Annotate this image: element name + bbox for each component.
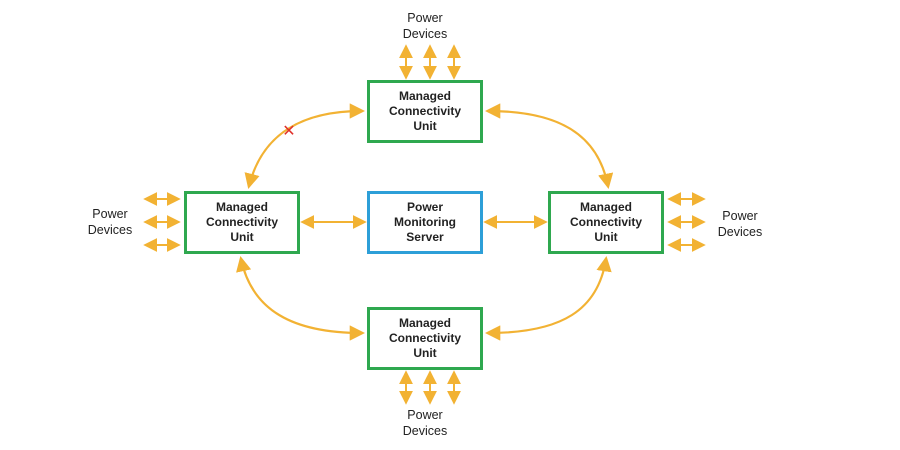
node-label-line: Connectivity bbox=[205, 215, 278, 229]
node-label-line: Unit bbox=[413, 346, 437, 360]
label-line: Power bbox=[407, 408, 443, 422]
power-devices-label-left: Power Devices bbox=[75, 206, 145, 238]
device-arrows-left bbox=[143, 192, 181, 252]
node-label: Managed Connectivity Unit bbox=[570, 200, 642, 245]
node-label: Power Monitoring Server bbox=[394, 200, 456, 245]
node-label-line: Managed bbox=[215, 200, 268, 214]
node-label-line: Connectivity bbox=[388, 331, 461, 345]
node-label-line: Unit bbox=[230, 230, 254, 244]
node-label-line: Managed bbox=[398, 316, 451, 330]
node-label: Managed Connectivity Unit bbox=[389, 316, 461, 361]
ring-link-top-right bbox=[484, 103, 614, 190]
ring-link-bottom-left bbox=[236, 255, 366, 341]
device-arrows-top bbox=[399, 44, 461, 80]
power-devices-label-top: Power Devices bbox=[380, 10, 470, 42]
fault-x-icon: ✕ bbox=[282, 121, 295, 140]
label-line: Devices bbox=[402, 424, 448, 438]
node-label-line: Server bbox=[406, 230, 444, 244]
node-label: Managed Connectivity Unit bbox=[389, 89, 461, 134]
label-line: Devices bbox=[717, 225, 763, 239]
node-label-line: Monitoring bbox=[394, 215, 456, 229]
node-label-line: Connectivity bbox=[388, 104, 461, 118]
power-monitoring-server: Power Monitoring Server bbox=[367, 191, 483, 254]
node-label-line: Unit bbox=[594, 230, 618, 244]
device-arrows-right bbox=[667, 192, 706, 252]
managed-connectivity-unit-bottom: Managed Connectivity Unit bbox=[367, 307, 483, 370]
power-devices-label-bottom: Power Devices bbox=[380, 407, 470, 439]
node-label-line: Managed bbox=[579, 200, 632, 214]
device-arrows-bottom bbox=[399, 370, 461, 405]
label-line: Power bbox=[407, 11, 443, 25]
node-label-line: Unit bbox=[413, 119, 437, 133]
managed-connectivity-unit-right: Managed Connectivity Unit bbox=[548, 191, 664, 254]
label-line: Devices bbox=[87, 223, 133, 237]
label-line: Power bbox=[92, 207, 128, 221]
node-label-line: Power bbox=[406, 200, 443, 214]
node-label: Managed Connectivity Unit bbox=[206, 200, 278, 245]
managed-connectivity-unit-top: Managed Connectivity Unit bbox=[367, 80, 483, 143]
ring-link-top-left bbox=[244, 103, 366, 189]
label-line: Devices bbox=[402, 27, 448, 41]
managed-connectivity-unit-left: Managed Connectivity Unit bbox=[184, 191, 300, 254]
power-devices-label-right: Power Devices bbox=[705, 208, 775, 240]
node-label-line: Connectivity bbox=[569, 215, 642, 229]
label-line: Power bbox=[722, 209, 758, 223]
node-label-line: Managed bbox=[398, 89, 451, 103]
ring-link-bottom-right bbox=[484, 255, 612, 341]
